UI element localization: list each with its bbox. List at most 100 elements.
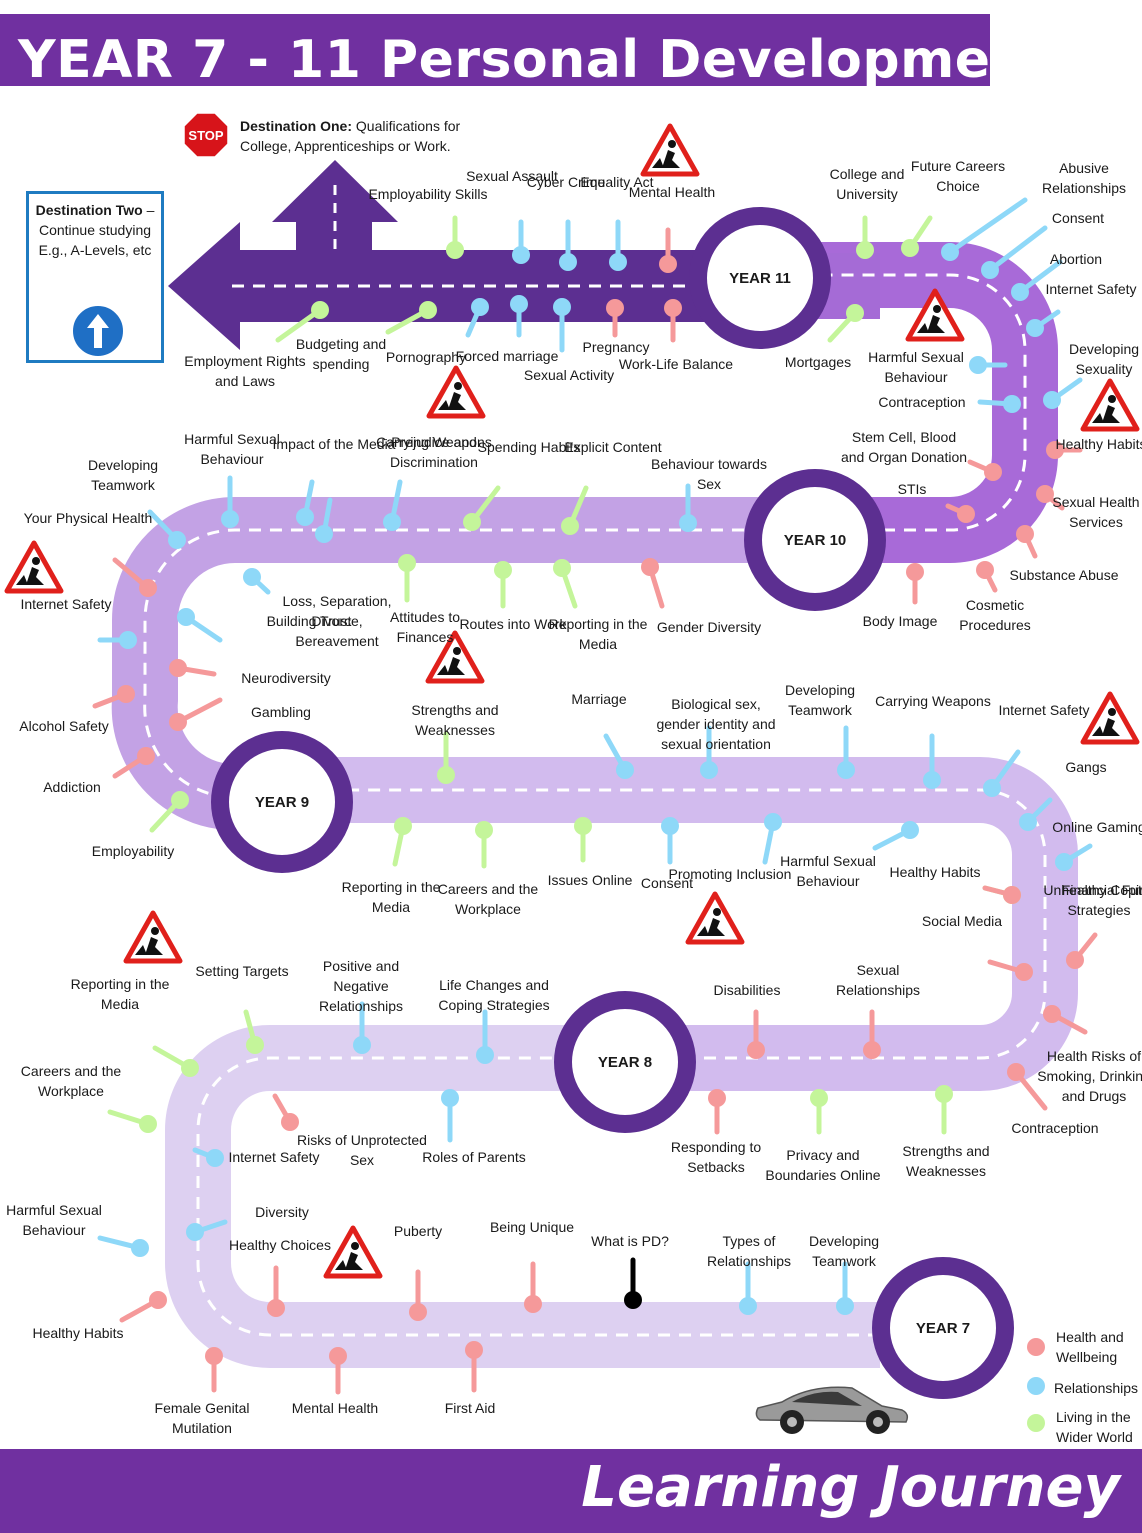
year-ring-year7	[872, 1257, 1014, 1399]
pin-head-health	[281, 1113, 299, 1131]
topic-label: College and University	[829, 166, 905, 202]
pin-head-relationships	[981, 261, 999, 279]
topic-label: Future Careers Choice	[910, 158, 1006, 194]
topic-label: Risks of Unprotected Sex	[297, 1132, 427, 1168]
topic-label: Employability Skills	[368, 186, 488, 202]
pin-head-wider_world	[810, 1089, 828, 1107]
topic-label: Harmful Sexual Behaviour	[6, 1202, 102, 1238]
topic-label: Internet Safety	[1045, 281, 1137, 297]
topic-label: Impact of the Media	[272, 436, 396, 452]
topic-label: Cyber Crime	[526, 174, 606, 190]
topic-label: Developing Sexuality	[1068, 341, 1140, 377]
topic-label: Reporting in the Media	[548, 616, 648, 652]
pin-head-wider_world	[437, 766, 455, 784]
roadworks-sign-icon	[425, 630, 485, 684]
topic-label: Types of Relationships	[706, 1233, 792, 1269]
topic-label: Building Trust	[266, 613, 352, 629]
topic-label: Healthy Habits	[1055, 436, 1142, 452]
year-label-year11: YEAR 11	[729, 270, 791, 287]
topic-label: Being Unique	[489, 1219, 575, 1235]
pin-head-health	[1036, 485, 1054, 503]
pin-head-health	[906, 563, 924, 581]
pin-head-wider_world	[901, 239, 919, 257]
topic-label: Developing Teamwork	[808, 1233, 880, 1269]
pin-head-health	[117, 685, 135, 703]
destination-two: Destination Two – Continue studying E.g.…	[26, 191, 164, 363]
topic-label: Spending Habits	[477, 439, 581, 455]
year-ring-year8	[554, 991, 696, 1133]
topic-label: Reporting in the Media	[341, 879, 441, 915]
topic-label: Alcohol Safety	[19, 718, 109, 734]
topic-label: Consent	[1051, 210, 1105, 226]
roadworks-sign-icon	[4, 540, 64, 594]
topic-label: Neurodiversity	[241, 670, 331, 686]
topic-label: Mental Health	[628, 184, 716, 200]
topic-label: Harmful Sexual Behaviour	[868, 349, 964, 385]
pin-head-relationships	[168, 531, 186, 549]
topic-label: Employment Rights and Laws	[184, 353, 306, 389]
topic-label: Gender Diversity	[656, 619, 762, 635]
topic-label: Abortion	[1049, 251, 1103, 267]
topic-label: Developing Teamwork	[784, 682, 856, 718]
legend-swatch-health	[1027, 1338, 1045, 1356]
pin-head-relationships	[353, 1036, 371, 1054]
topic-label: Your Physical Health	[23, 510, 153, 526]
topic-label: Routes into Work	[459, 616, 567, 632]
topic-label: Behaviour towards Sex	[651, 456, 767, 492]
legend-label-wider_world: Living in the Wider World	[1056, 1409, 1133, 1445]
year-label-year9: YEAR 9	[255, 794, 309, 811]
pin-head-wider_world	[139, 1115, 157, 1133]
pin-head-health	[1015, 963, 1033, 981]
pin-head-relationships	[1055, 853, 1073, 871]
pin-stem	[987, 225, 1048, 273]
topic-label: Financial Future	[1061, 882, 1142, 898]
topic-label: Addiction	[43, 779, 101, 795]
pin-head-relationships	[131, 1239, 149, 1257]
pin-head-relationships	[1003, 395, 1021, 413]
topic-label: Gambling	[251, 704, 311, 720]
pin-head-relationships	[941, 243, 959, 261]
destination-one-line2: College, Apprenticeships or Work.	[240, 138, 451, 154]
topic-label: First Aid	[444, 1400, 496, 1416]
topic-label: Carrying Weapons	[875, 693, 991, 709]
pin-head-wider_world	[856, 241, 874, 259]
topic-label: Equality Act	[580, 174, 654, 190]
footer-banner: Learning Journey	[0, 1449, 1142, 1533]
pin-head-wider_world	[394, 817, 412, 835]
roadworks-sign-icon	[426, 365, 486, 419]
pin-head-wider_world	[935, 1085, 953, 1103]
title-banner: YEAR 7 - 11 Personal Development	[0, 14, 1053, 90]
year-ring-year10	[744, 469, 886, 611]
destination-one-line1: Qualifications for	[352, 118, 461, 134]
pin-head-relationships	[739, 1297, 757, 1315]
pin-head-health	[267, 1299, 285, 1317]
topic-label: Consent	[640, 875, 694, 891]
topic-label: Privacy and Boundaries Online	[765, 1147, 881, 1183]
pin-head-health	[957, 505, 975, 523]
pin-head-health	[1003, 886, 1021, 904]
pin-head-relationships	[119, 631, 137, 649]
road-centre-line-3	[760, 273, 1027, 532]
pin-head-relationships	[559, 253, 577, 271]
pin-head-health	[149, 1291, 167, 1309]
pin-head-start	[624, 1291, 642, 1309]
pin-head-wider_world	[553, 559, 571, 577]
year-label-year10: YEAR 10	[784, 532, 847, 549]
topic-label: Loss, Separation, Divorce, Bereavement	[282, 593, 392, 649]
topic-label: Promoting Inclusion	[668, 866, 792, 882]
topic-label: Prejudice and Discrimination	[390, 434, 478, 470]
road-centre-line-1	[270, 788, 1047, 1060]
topic-label: Puberty	[393, 1223, 443, 1239]
topic-label: Body Image	[862, 613, 938, 629]
pin-head-health	[524, 1295, 542, 1313]
pin-head-wider_world	[181, 1059, 199, 1077]
topic-label: Work-Life Balance	[618, 356, 734, 372]
pin-head-wider_world	[246, 1036, 264, 1054]
pin-head-relationships	[609, 253, 627, 271]
roadworks-sign-icon	[1080, 691, 1140, 745]
topic-label: Harmful Sexual Behaviour	[780, 853, 876, 889]
roadworks-sign-icon	[1080, 378, 1140, 432]
pin-head-relationships	[315, 525, 333, 543]
year-ring-year9	[211, 731, 353, 873]
